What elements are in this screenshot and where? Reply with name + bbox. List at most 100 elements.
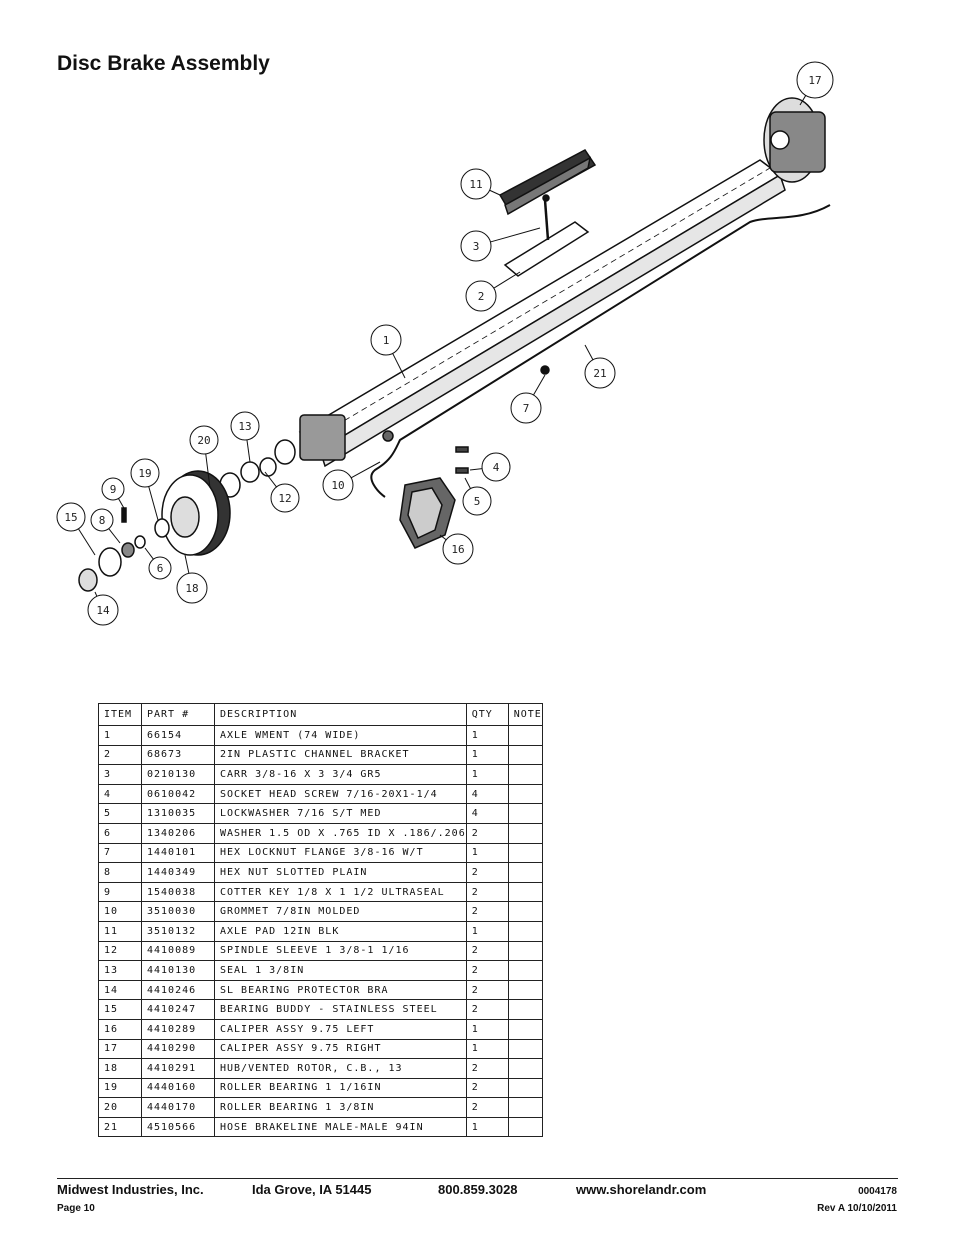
cell-part-number: 4410089 xyxy=(141,940,215,962)
cell-item: 14 xyxy=(98,979,142,1001)
cell-qty: 4 xyxy=(465,803,509,824)
footer-phone: 800.859.3028 xyxy=(438,1182,518,1197)
cell-note xyxy=(507,1097,543,1118)
cell-qty: 1 xyxy=(465,842,509,864)
brake-line-hose xyxy=(370,204,831,498)
column-header-qty: QTY xyxy=(465,703,509,726)
cell-item: 8 xyxy=(98,862,142,883)
callout-leader-line xyxy=(108,528,121,544)
callout-balloon xyxy=(465,280,497,312)
cell-item: 15 xyxy=(98,999,142,1020)
table-header-row: ITEM PART # DESCRIPTION QTY NOTE xyxy=(98,703,543,726)
axle-tube xyxy=(298,159,786,468)
cell-note xyxy=(507,940,543,962)
callout-label: 17 xyxy=(808,74,821,87)
cell-note xyxy=(507,803,543,824)
cell-qty: 1 xyxy=(465,1116,509,1138)
cell-description: AXLE WMENT (74 WIDE) xyxy=(214,725,467,746)
cell-part-number: 0210130 xyxy=(141,764,215,785)
spindle-end xyxy=(219,414,346,498)
callout-balloon xyxy=(270,483,300,513)
hub-rotor xyxy=(154,470,231,556)
cell-part-number: 4410290 xyxy=(141,1038,215,1060)
cell-item: 1 xyxy=(98,725,142,746)
cell-qty: 1 xyxy=(465,725,509,746)
callout-leader-line xyxy=(490,227,541,243)
cell-part-number: 4410291 xyxy=(141,1058,215,1079)
footer-company: Midwest Industries, Inc. xyxy=(57,1182,204,1197)
cell-part-number: 4410247 xyxy=(141,999,215,1020)
callout-balloon xyxy=(370,324,402,356)
callout-leader-line xyxy=(392,353,406,379)
callout-balloon xyxy=(460,230,492,262)
cell-qty: 2 xyxy=(465,960,509,981)
cell-description: ROLLER BEARING 1 3/8IN xyxy=(214,1097,467,1118)
callout-balloon xyxy=(90,508,114,532)
cell-qty: 2 xyxy=(465,822,509,844)
cell-qty: 4 xyxy=(465,783,509,805)
cell-part-number: 4410130 xyxy=(141,960,215,981)
callout-label: 20 xyxy=(197,434,210,447)
callout-label: 3 xyxy=(473,240,480,253)
callout-label: 5 xyxy=(474,495,481,508)
cell-description: AXLE PAD 12IN BLK xyxy=(214,920,467,942)
cell-qty: 2 xyxy=(465,999,509,1020)
cell-item: 9 xyxy=(98,881,142,903)
cell-description: CALIPER ASSY 9.75 RIGHT xyxy=(214,1038,467,1060)
cell-item: 7 xyxy=(98,842,142,864)
callout-leader-line xyxy=(78,528,96,556)
cell-item: 13 xyxy=(98,960,142,981)
callout-balloon xyxy=(442,533,474,565)
callout-leader-line xyxy=(489,189,501,196)
small-hardware xyxy=(78,365,550,592)
cell-part-number: 4410289 xyxy=(141,1018,215,1040)
callout-balloon xyxy=(322,469,354,501)
cell-qty: 2 xyxy=(465,881,509,903)
callout-leader-line xyxy=(464,477,471,489)
cell-note xyxy=(507,764,543,785)
cell-description: HEX LOCKNUT FLANGE 3/8-16 W/T xyxy=(214,842,467,864)
cell-part-number: 3510030 xyxy=(141,901,215,922)
cell-part-number: 1340206 xyxy=(141,822,215,844)
callout-leader-line xyxy=(493,271,521,289)
callout-label: 12 xyxy=(278,492,291,505)
callout-leader-line xyxy=(533,374,546,396)
cell-part-number: 68673 xyxy=(141,744,215,766)
cell-description: CALIPER ASSY 9.75 LEFT xyxy=(214,1018,467,1040)
cell-qty: 2 xyxy=(465,1058,509,1079)
callout-label: 2 xyxy=(478,290,485,303)
cell-note xyxy=(507,1038,543,1060)
cell-qty: 1 xyxy=(465,764,509,785)
footer-website: www.shorelandr.com xyxy=(576,1182,707,1197)
callout-label: 16 xyxy=(451,543,464,556)
cell-description: 2IN PLASTIC CHANNEL BRACKET xyxy=(214,744,467,766)
callout-label: 21 xyxy=(593,367,606,380)
cell-qty: 1 xyxy=(465,744,509,766)
cell-description: SL BEARING PROTECTOR BRA xyxy=(214,979,467,1001)
cell-item: 17 xyxy=(98,1038,142,1060)
left-caliper xyxy=(399,477,456,549)
column-header-part-number: PART # xyxy=(141,703,215,726)
cell-item: 16 xyxy=(98,1018,142,1040)
callout-leader-line xyxy=(144,547,154,560)
cell-item: 4 xyxy=(98,783,142,805)
callout-balloon xyxy=(148,556,172,580)
page-title: Disc Brake Assembly xyxy=(57,52,270,75)
cell-description: GROMMET 7/8IN MOLDED xyxy=(214,901,467,922)
cell-description: HEX NUT SLOTTED PLAIN xyxy=(214,862,467,883)
cell-part-number: 1440101 xyxy=(141,842,215,864)
cell-note xyxy=(507,960,543,981)
cell-qty: 2 xyxy=(465,1097,509,1118)
